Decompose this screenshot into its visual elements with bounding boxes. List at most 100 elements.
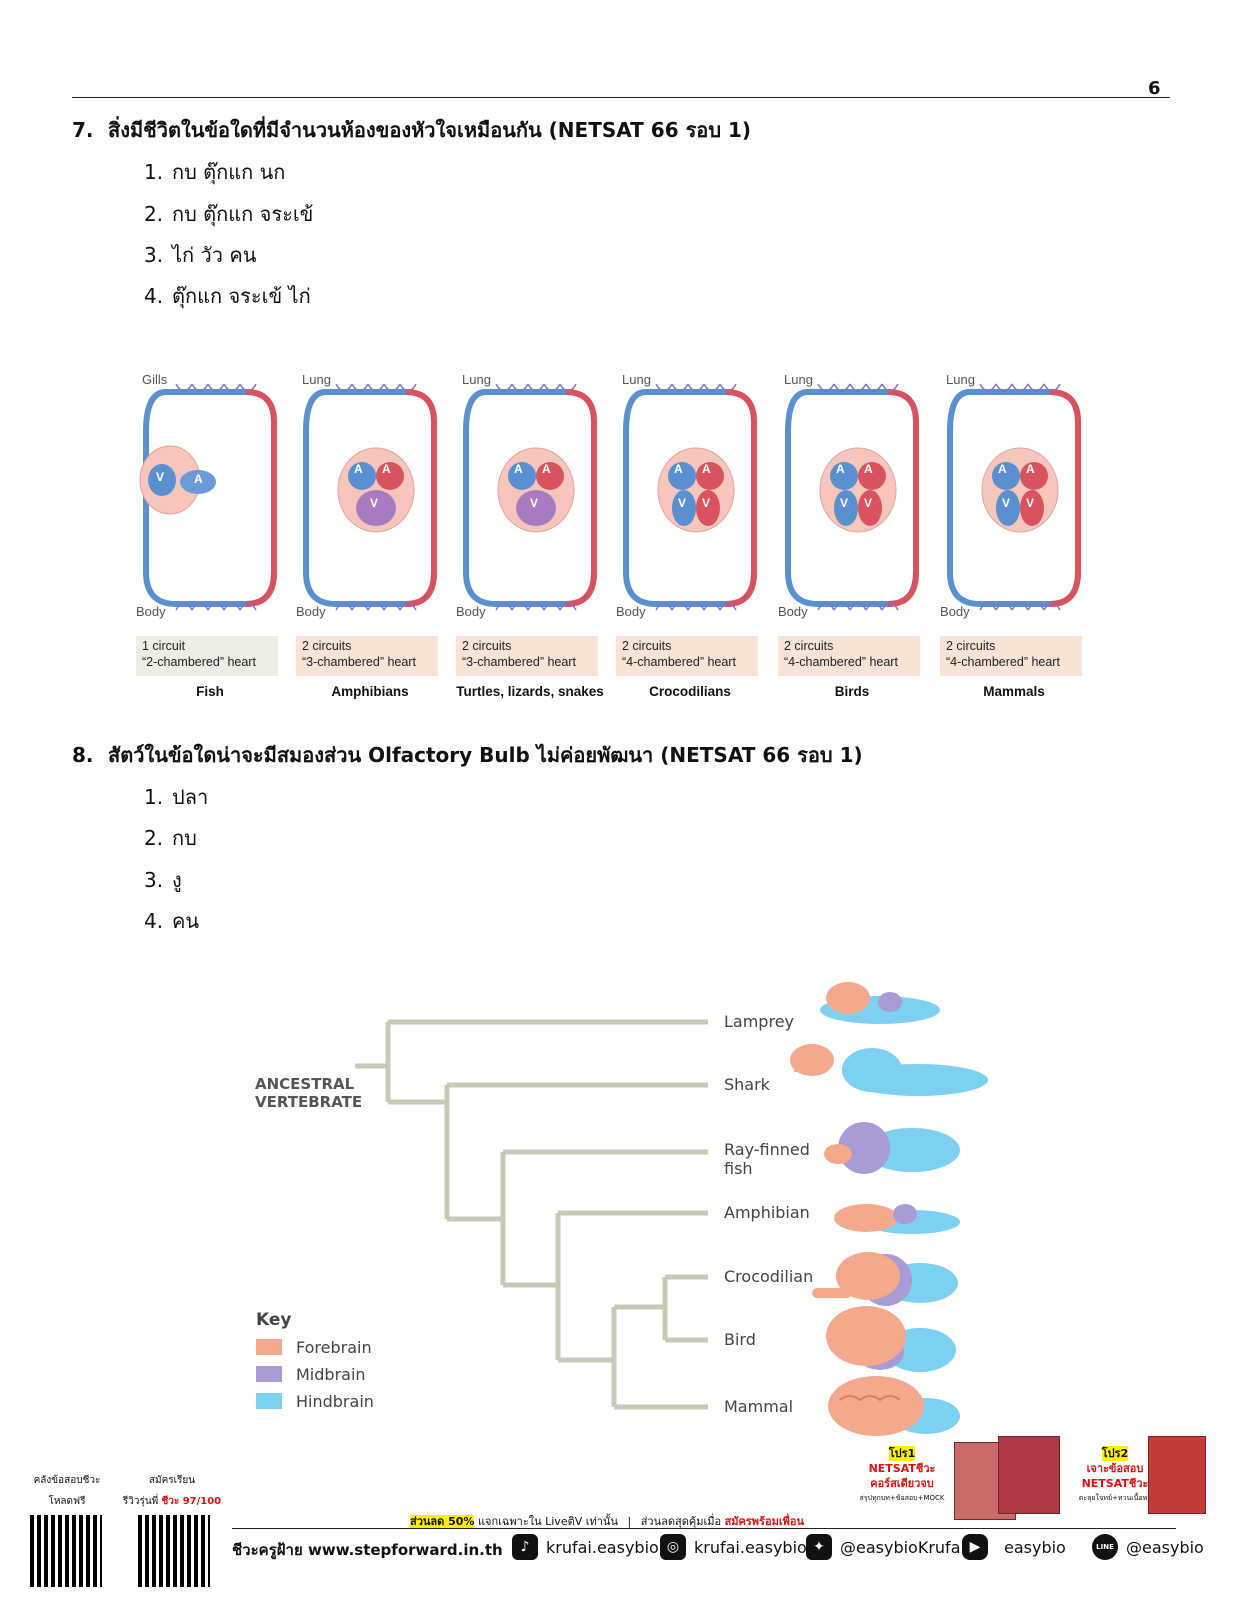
taxon-amphibian: Amphibian <box>724 1203 810 1222</box>
shark-brain <box>790 1044 988 1096</box>
circuit-count: 2 circuits <box>302 639 352 653</box>
taxon-crocodilian: Crocodilian <box>724 1267 814 1286</box>
key-hindbrain: Hindbrain <box>256 1392 374 1411</box>
book-cover-exam <box>1148 1436 1206 1514</box>
organ-label-bottom: Body <box>778 604 808 619</box>
chamber-label: A <box>514 462 523 476</box>
heart-type: “4-chambered” heart <box>784 655 898 669</box>
chamber-label: V <box>1002 496 1011 510</box>
social-tiktok[interactable]: ♪krufai.easybio <box>512 1534 659 1560</box>
q7-option-4: 4.ตุ๊กแก จระเข้ ไก่ <box>144 284 311 308</box>
circuit-caption: 2 circuits“4-chambered” heart <box>940 636 1082 676</box>
phylogeny-lines <box>355 1019 708 1410</box>
heart-type: “2-chambered” heart <box>142 655 256 669</box>
organ-label-bottom: Body <box>296 604 326 619</box>
q8-option-3: 3.งู <box>144 868 182 892</box>
qr-code-exam-bank[interactable] <box>30 1515 102 1587</box>
twitter-icon: ✦ <box>806 1534 832 1560</box>
chamber-label: V <box>702 496 711 510</box>
heart-type: “4-chambered” heart <box>622 655 736 669</box>
question-7-number: 7. <box>72 118 94 142</box>
organ-label-bottom: Body <box>940 604 970 619</box>
organ-label-bottom: Body <box>456 604 486 619</box>
question-7-text: สิ่งมีชีวิตในข้อใดที่มีจำนวนห้องของหัวใจ… <box>108 118 752 142</box>
circuit-caption: 2 circuits “4-chambered” heart <box>778 636 920 676</box>
circuit-count: 2 circuits <box>784 639 834 653</box>
discount-note: ส่วนลด 50% แจกเฉพาะใน LiveติV เท่านั้น |… <box>410 1515 804 1528</box>
line-icon: LINE <box>1092 1534 1118 1560</box>
chamber-label: A <box>194 472 203 486</box>
tree-root-label: ANCESTRAL VERTEBRATE <box>255 1075 363 1111</box>
qr-code-enroll[interactable] <box>138 1515 210 1587</box>
chamber-label: A <box>542 462 551 476</box>
chamber-label: A <box>836 462 845 476</box>
animal-group-label: Birds <box>834 684 870 699</box>
qr1-caption: คลังข้อสอบชีวะ โหลดฟรี <box>33 1475 101 1507</box>
social-youtube[interactable]: ▶easybio <box>962 1534 1066 1560</box>
bird-brain <box>826 1306 956 1372</box>
crocodilian-brain <box>812 1252 958 1306</box>
qr2-caption: สมัครเรียน รีวิวรุ่นพี่ ชีวะ 97/100 <box>122 1475 222 1507</box>
promo-1[interactable]: โปร1 NETSATชีวะ คอร์สเดียวจบ สรุปทุกบท+ข… <box>859 1446 945 1502</box>
chamber-label: A <box>1026 462 1035 476</box>
heart-type: “3-chambered” heart <box>302 655 416 669</box>
chamber-label: A <box>674 462 683 476</box>
mammal-brain <box>828 1376 960 1436</box>
chamber-label: V <box>864 496 873 510</box>
lamprey-brain <box>820 982 940 1024</box>
social-line[interactable]: LINE@easybio <box>1092 1534 1204 1560</box>
circuit-caption: 2 circuits“4-chambered” heart <box>616 636 758 676</box>
chamber-label: A <box>354 462 363 476</box>
page-number: 6 <box>1148 78 1161 99</box>
forebrain-swatch <box>256 1339 282 1355</box>
instagram-icon: ◎ <box>660 1534 686 1560</box>
chamber-label: V <box>156 470 165 484</box>
taxon-shark: Shark <box>724 1075 770 1094</box>
hindbrain-swatch <box>256 1393 282 1409</box>
chamber-label: A <box>864 462 873 476</box>
chamber-label: A <box>382 462 391 476</box>
chamber-label: V <box>530 496 539 510</box>
animal-group-label: Crocodilians <box>649 684 731 699</box>
question-8-number: 8. <box>72 743 94 767</box>
chamber-label: V <box>1026 496 1035 510</box>
midbrain-swatch <box>256 1366 282 1382</box>
q8-option-2: 2.กบ <box>144 826 197 850</box>
organ-label-top: Lung <box>784 372 813 387</box>
q7-option-2: 2.กบ ตุ๊กแก จระเข้ <box>144 202 314 226</box>
animal-group-label: Amphibians <box>331 684 409 699</box>
amphibian-brain <box>834 1204 960 1234</box>
q8-option-4: 4.คน <box>144 909 200 933</box>
taxon-lamprey: Lamprey <box>724 1012 794 1031</box>
organ-label-bottom: Body <box>136 604 166 619</box>
organ-label-top: Lung <box>946 372 975 387</box>
taxon-mammal: Mammal <box>724 1397 794 1416</box>
animal-group-label: Fish <box>196 684 224 699</box>
circuit-count: 2 circuits <box>946 639 996 653</box>
chamber-label: A <box>998 462 1007 476</box>
circuit-caption: 2 circuits “3-chambered” heart <box>296 636 438 676</box>
chamber-label: V <box>678 496 687 510</box>
circuit-count: 2 circuits <box>462 639 512 653</box>
key-midbrain: Midbrain <box>256 1365 366 1384</box>
animal-group-label: Turtles, lizards, snakes <box>456 684 604 699</box>
social-twitter[interactable]: ✦@easybioKrufai <box>806 1534 965 1560</box>
social-instagram[interactable]: ◎krufai.easybio <box>660 1534 807 1560</box>
heart-type: “3-chambered” heart <box>462 655 576 669</box>
header-rule <box>72 97 1170 98</box>
organ-label-top: Lung <box>302 372 331 387</box>
youtube-icon: ▶ <box>962 1534 988 1560</box>
organ-label-top: Gills <box>142 372 168 387</box>
ray-finned-fish-brain <box>824 1122 960 1174</box>
key-forebrain: Forebrain <box>256 1338 372 1357</box>
site-link[interactable]: ชีวะครูฝ้าย www.stepforward.in.th <box>232 1541 503 1559</box>
taxon-ray-finned-fish: Ray-finned fish <box>724 1140 810 1178</box>
q8-option-1: 1.ปลา <box>144 785 209 809</box>
question-8-text: สัตว์ในข้อใดน่าจะมีสมองส่วน Olfactory Bu… <box>108 743 863 767</box>
organ-label-top: Lung <box>622 372 651 387</box>
q7-option-1: 1.กบ ตุ๊กแก นก <box>144 160 286 184</box>
promo-2[interactable]: โปร2 เจาะข้อสอบ NETSATชีวะ ตะลุยโจทย์+ทว… <box>1078 1446 1152 1502</box>
